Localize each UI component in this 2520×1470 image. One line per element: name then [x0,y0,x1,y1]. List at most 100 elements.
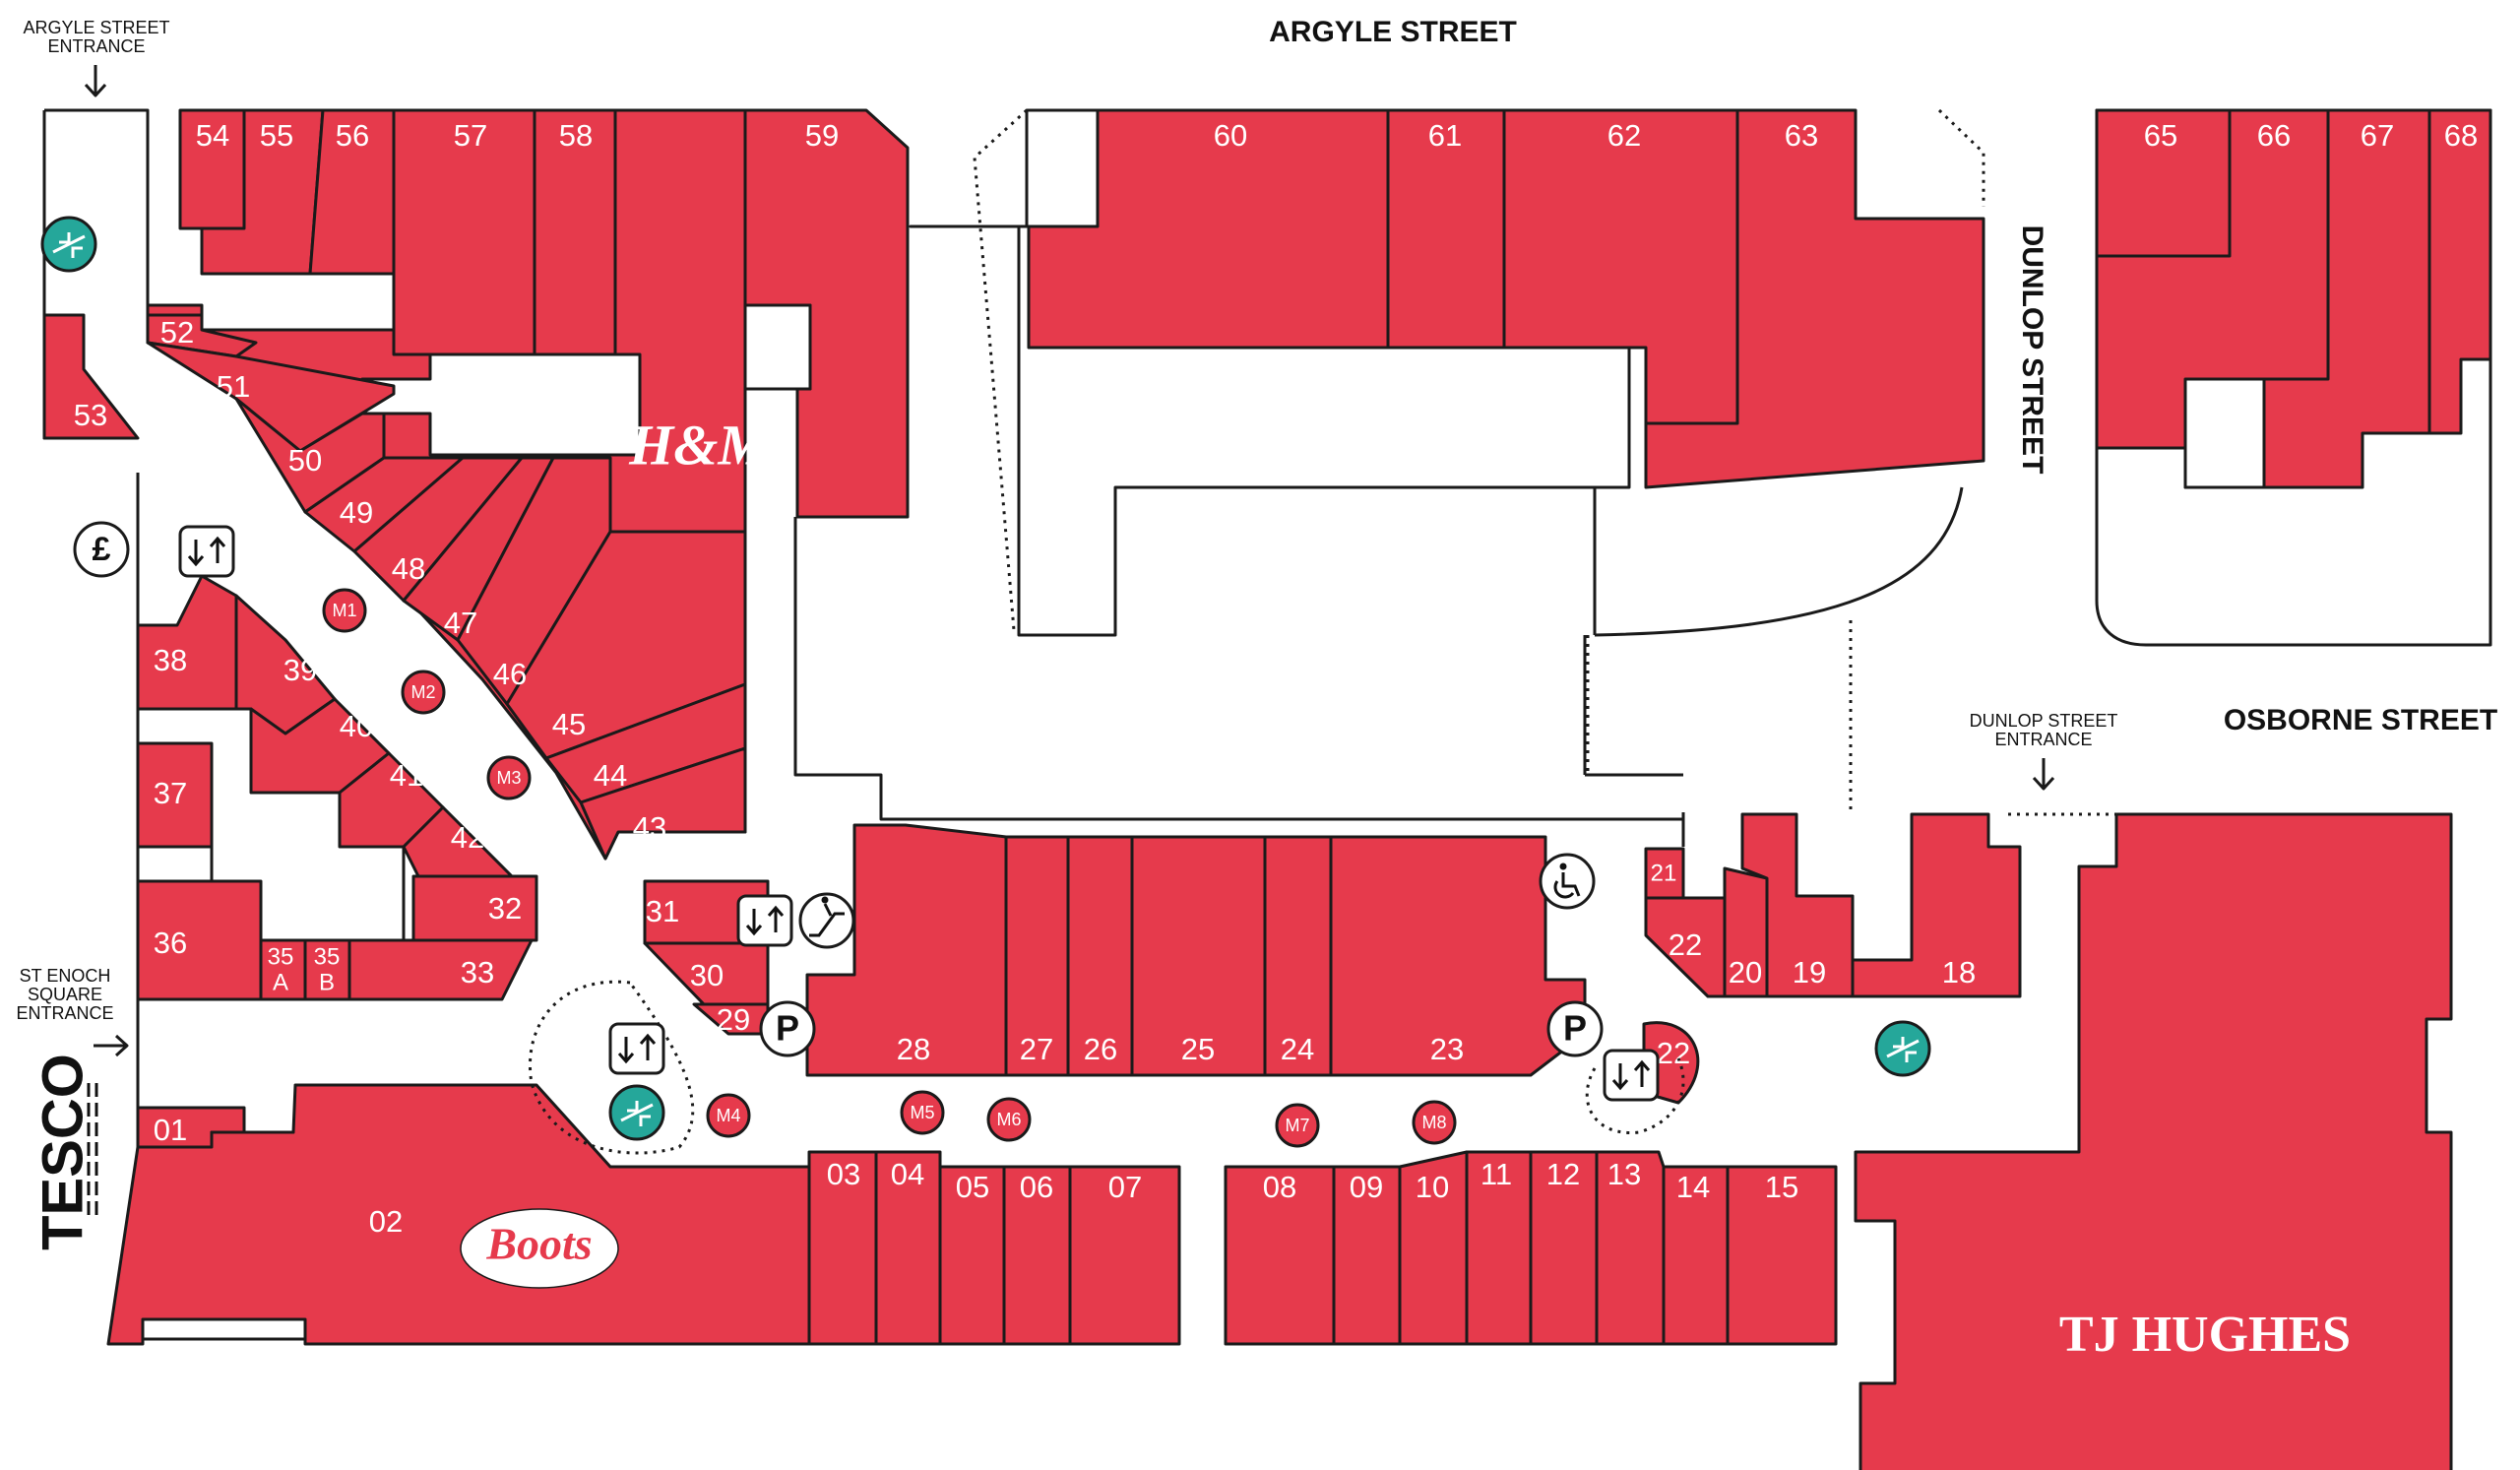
unit-number-label: 14 [1676,1170,1710,1204]
unit-number-label: 63 [1785,118,1818,153]
unit-22[interactable] [1644,896,1727,998]
entrance-argyle[interactable]: ARGYLE STREET ENTRANCE [23,18,170,97]
arrow-down-icon [2032,758,2055,791]
unit-number-label: 58 [559,118,593,153]
unit-53[interactable] [42,313,140,440]
unit-number-label: 45 [552,707,586,741]
kiosk-marker-circle [986,1097,1032,1142]
kiosk-marker-label: M7 [1285,1116,1309,1135]
kiosk-marker-m7[interactable]: M7 [1275,1103,1320,1148]
tj-hughes-logo: TJ HUGHES [2059,1307,2351,1363]
unit-number-label: 05 [956,1170,989,1204]
kiosk-marker-circle [1275,1103,1320,1148]
unit-number-label: 09 [1350,1170,1383,1204]
up-down-arrows-icon[interactable] [1603,1049,1660,1102]
entrance-label-line: SQUARE [28,985,102,1004]
unit-number-label: 02 [369,1204,403,1239]
parking-icon[interactable]: P [1546,1000,1604,1057]
unit-number-label: 38 [154,643,187,677]
unit-number-label: 35 [314,943,341,970]
up-down-arrows-icon[interactable] [736,894,793,947]
unit-number-label: 59 [805,118,839,153]
accessible-toilet-icon[interactable] [1539,853,1596,910]
unit-number-label: 28 [897,1032,930,1066]
unit-number-label: 08 [1263,1170,1296,1204]
unit-number-label: 44 [594,758,627,793]
unit-number-label: 20 [1729,955,1762,990]
kiosk-marker-label: M5 [910,1103,934,1122]
kiosk-marker-m5[interactable]: M5 [900,1090,945,1135]
up-down-arrows-icon[interactable] [608,1022,665,1075]
unit-number-label: A [273,969,288,995]
unit-number-label: 60 [1214,118,1247,153]
unit-46[interactable] [456,456,612,706]
kiosk-marker-circle [322,588,367,633]
unit-number-label: 06 [1020,1170,1053,1204]
kiosk-marker-m2[interactable]: M2 [401,670,446,715]
unit-number-label: 41 [390,758,423,793]
unit-number-label: 22 [1657,1036,1690,1070]
street-label-osborne: OSBORNE STREET [2224,704,2497,736]
lift-icon[interactable] [608,1084,665,1141]
unit-32[interactable] [411,874,538,942]
unit-number-label: 40 [340,709,373,743]
unit-number-label: 46 [493,657,527,691]
unit-number-label: 30 [690,958,724,992]
unit-number-label: 56 [336,118,369,153]
unit-number-label: 12 [1546,1157,1580,1191]
unit-number-label: 07 [1108,1170,1142,1204]
unit-18[interactable] [1851,812,2022,998]
unit-number-label: 66 [2257,118,2291,153]
unit-number-label: 21 [1651,860,1677,886]
unit-33[interactable] [347,938,534,1001]
unit-number-label: 26 [1084,1032,1117,1066]
kiosk-marker-m6[interactable]: M6 [986,1097,1032,1142]
parking-symbol: P [1563,1008,1587,1049]
kiosk-marker-label: M8 [1421,1113,1446,1132]
tj-hughes-unit[interactable] [1854,812,2453,1470]
entrance-st-enoch[interactable]: ST ENOCH SQUARE ENTRANCE [16,966,129,1057]
kiosk-marker-m1[interactable]: M1 [322,588,367,633]
unit-number-label: 47 [444,606,477,640]
unit-43[interactable] [579,746,747,861]
unit-number-label: 39 [284,653,317,687]
unit-number-label: 37 [154,776,187,810]
atm-symbol: £ [93,531,111,568]
unit-number-label: 11 [1480,1157,1512,1191]
parking-icon[interactable]: P [759,1000,816,1057]
lift-icon[interactable] [40,216,97,273]
tesco-stripes-icon [87,1083,98,1221]
unit-07[interactable] [1068,1165,1181,1346]
unit-15[interactable] [1726,1165,1838,1346]
unit-number-label: 33 [461,955,494,990]
unit-number-label: 52 [160,315,194,350]
street-label-dunlop: DUNLOP STREET [2016,225,2048,475]
unit-number-label: 22 [1669,927,1702,962]
unit-number-label: 55 [260,118,293,153]
escalator-icon[interactable] [798,892,855,949]
kiosk-marker-m8[interactable]: M8 [1412,1100,1457,1145]
unit-number-label: 68 [2444,118,2478,153]
atm-icon[interactable]: £ [73,521,130,578]
entrance-dunlop[interactable]: DUNLOP STREET ENTRANCE [1970,711,2118,791]
unit-number-label: 23 [1430,1032,1464,1066]
unit-number-label: 51 [217,369,250,404]
unit-68[interactable] [2427,108,2492,435]
up-down-arrows-icon[interactable] [178,525,235,578]
unit-63[interactable] [1644,108,1985,489]
service-yard-west [136,707,406,942]
lift-icon[interactable] [1874,1020,1931,1077]
unit-number-label: 25 [1181,1032,1215,1066]
unit-45[interactable] [505,530,747,760]
unit-number-label: 29 [717,1002,750,1037]
unit-28[interactable] [805,823,1008,1077]
unit-number-label: 62 [1607,118,1641,153]
unit-number-label: 57 [454,118,487,153]
kiosk-marker-m4[interactable]: M4 [706,1093,751,1138]
arrow-right-icon [94,1034,129,1057]
kiosk-marker-m3[interactable]: M3 [486,755,532,800]
unit-number-label: 24 [1281,1032,1314,1066]
unit-number-label: 49 [340,495,373,530]
